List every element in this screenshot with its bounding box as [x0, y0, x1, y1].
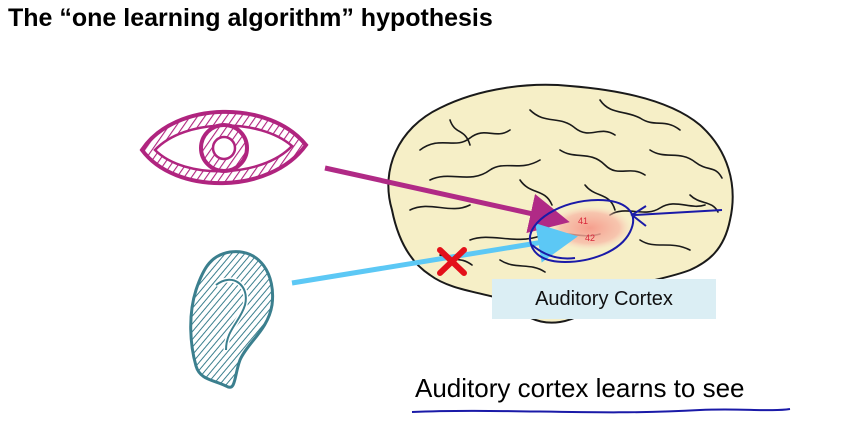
cortex-annotation — [528, 198, 723, 264]
eye-icon — [139, 109, 309, 186]
area-41-label: 41 — [578, 216, 588, 226]
caption: Auditory cortex learns to see — [415, 373, 745, 403]
auditory-cortex-label: Auditory Cortex — [492, 279, 716, 319]
ear-icon — [189, 250, 275, 389]
caption-underline — [411, 408, 791, 414]
cross-mark-icon — [437, 247, 467, 276]
area-42-label: 42 — [585, 233, 595, 243]
eye-to-cortex-arrow — [324, 165, 570, 234]
slide-title: The “one learning algorithm” hypothesis — [8, 4, 493, 32]
ear-to-cortex-arrow — [291, 223, 578, 286]
